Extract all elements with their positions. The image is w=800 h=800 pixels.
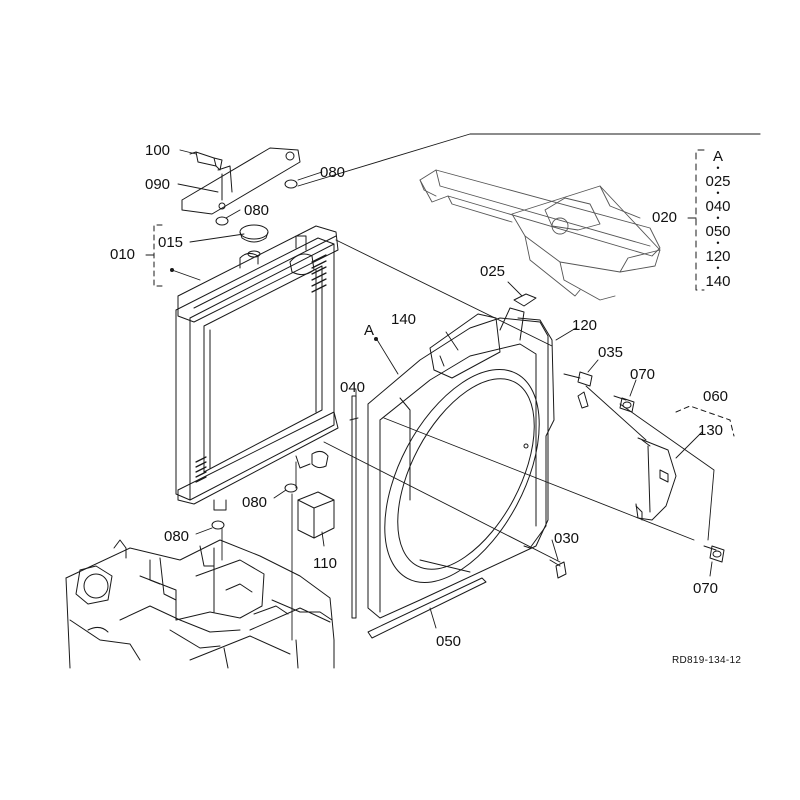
callout-080-top: 080 bbox=[320, 164, 346, 181]
hood-frame-drawing bbox=[419, 169, 661, 301]
group-020-bracket bbox=[687, 149, 705, 291]
sensor-100-drawing bbox=[189, 151, 223, 171]
group-a-dot: • bbox=[716, 163, 720, 173]
chassis-drawing bbox=[65, 539, 335, 669]
callout-080-mid: 080 bbox=[242, 494, 268, 511]
group-a-dot: • bbox=[716, 188, 720, 198]
callout-020: 020 bbox=[652, 209, 678, 226]
block-110-drawing bbox=[297, 491, 335, 539]
callout-070-bot: 070 bbox=[693, 580, 719, 597]
bracket-090-drawing bbox=[181, 147, 301, 215]
callout-070-top: 070 bbox=[630, 366, 656, 383]
group-a-dot: • bbox=[716, 213, 720, 223]
callout-090: 090 bbox=[145, 176, 171, 193]
leader-lines bbox=[171, 133, 761, 641]
radiator-fins bbox=[195, 254, 327, 483]
callout-030: 030 bbox=[554, 530, 580, 547]
drawing-code: RD819-134-12 bbox=[672, 655, 742, 666]
group-a-list: A • 025 • 040 • 050 • 120 • 140 bbox=[702, 149, 734, 289]
callout-060: 060 bbox=[703, 388, 729, 405]
callout-110: 110 bbox=[313, 555, 337, 572]
callout-010: 010 bbox=[110, 246, 136, 263]
bolt-070-top-drawing bbox=[613, 395, 635, 413]
bolt-030-drawing bbox=[549, 559, 567, 579]
group-a-dot: • bbox=[716, 263, 720, 273]
callout-035: 035 bbox=[598, 344, 624, 361]
callout-050: 050 bbox=[436, 633, 462, 650]
callout-080-cap: 080 bbox=[244, 202, 270, 219]
group-010-bracket bbox=[145, 224, 163, 287]
grommet-080-drawing bbox=[211, 179, 298, 530]
group-a-item: 120 bbox=[705, 248, 731, 265]
callout-140: 140 bbox=[391, 311, 417, 328]
callout-025: 025 bbox=[480, 263, 506, 280]
bracket-060-drawing bbox=[635, 437, 677, 521]
callout-080-low: 080 bbox=[164, 528, 190, 545]
bolt-035-drawing bbox=[563, 371, 593, 387]
callout-120: 120 bbox=[572, 317, 598, 334]
seal-050-drawing bbox=[367, 577, 487, 639]
group-a-item: 025 bbox=[705, 173, 731, 190]
radiator-drawing bbox=[175, 225, 339, 511]
seal-040-drawing bbox=[349, 395, 359, 619]
group-a-item: 050 bbox=[705, 223, 731, 240]
fan-shroud-drawing bbox=[367, 307, 555, 619]
callout-015: 015 bbox=[158, 234, 184, 251]
callout-100: 100 bbox=[145, 142, 171, 159]
group-dots bbox=[170, 268, 378, 341]
small-bracket-drawing bbox=[577, 391, 589, 409]
clip-025-drawing bbox=[513, 293, 537, 307]
callout-130: 130 bbox=[698, 422, 724, 439]
group-a-item: 140 bbox=[705, 273, 731, 290]
callout-a: A bbox=[364, 322, 375, 339]
bolt-070-bot-drawing bbox=[703, 545, 725, 563]
group-060-bracket bbox=[675, 405, 735, 437]
group-a-dot: • bbox=[716, 238, 720, 248]
callout-040: 040 bbox=[340, 379, 366, 396]
radiator-cap-015-drawing bbox=[239, 224, 269, 258]
group-a-item: 040 bbox=[705, 198, 731, 215]
group-a-header: A bbox=[712, 148, 723, 165]
